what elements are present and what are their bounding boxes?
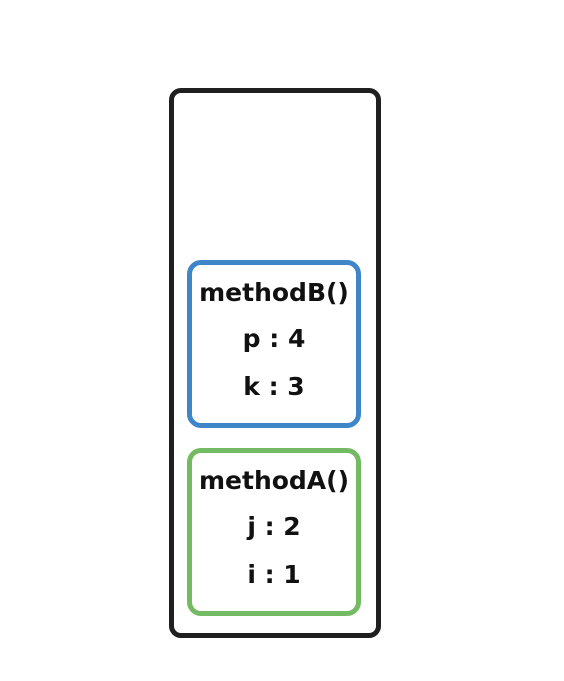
stack-frame-methodB: methodB() p : 4 k : 3 bbox=[187, 260, 361, 428]
frame-variable-p: p : 4 bbox=[242, 324, 306, 353]
frame-variable-i: i : 1 bbox=[247, 560, 301, 589]
frame-variable-j: j : 2 bbox=[247, 512, 301, 541]
frame-title-methodB: methodB() bbox=[199, 278, 349, 307]
stack-frame-methodA: methodA() j : 2 i : 1 bbox=[187, 448, 361, 616]
frame-variable-k: k : 3 bbox=[243, 372, 305, 401]
frame-title-methodA: methodA() bbox=[198, 466, 350, 495]
